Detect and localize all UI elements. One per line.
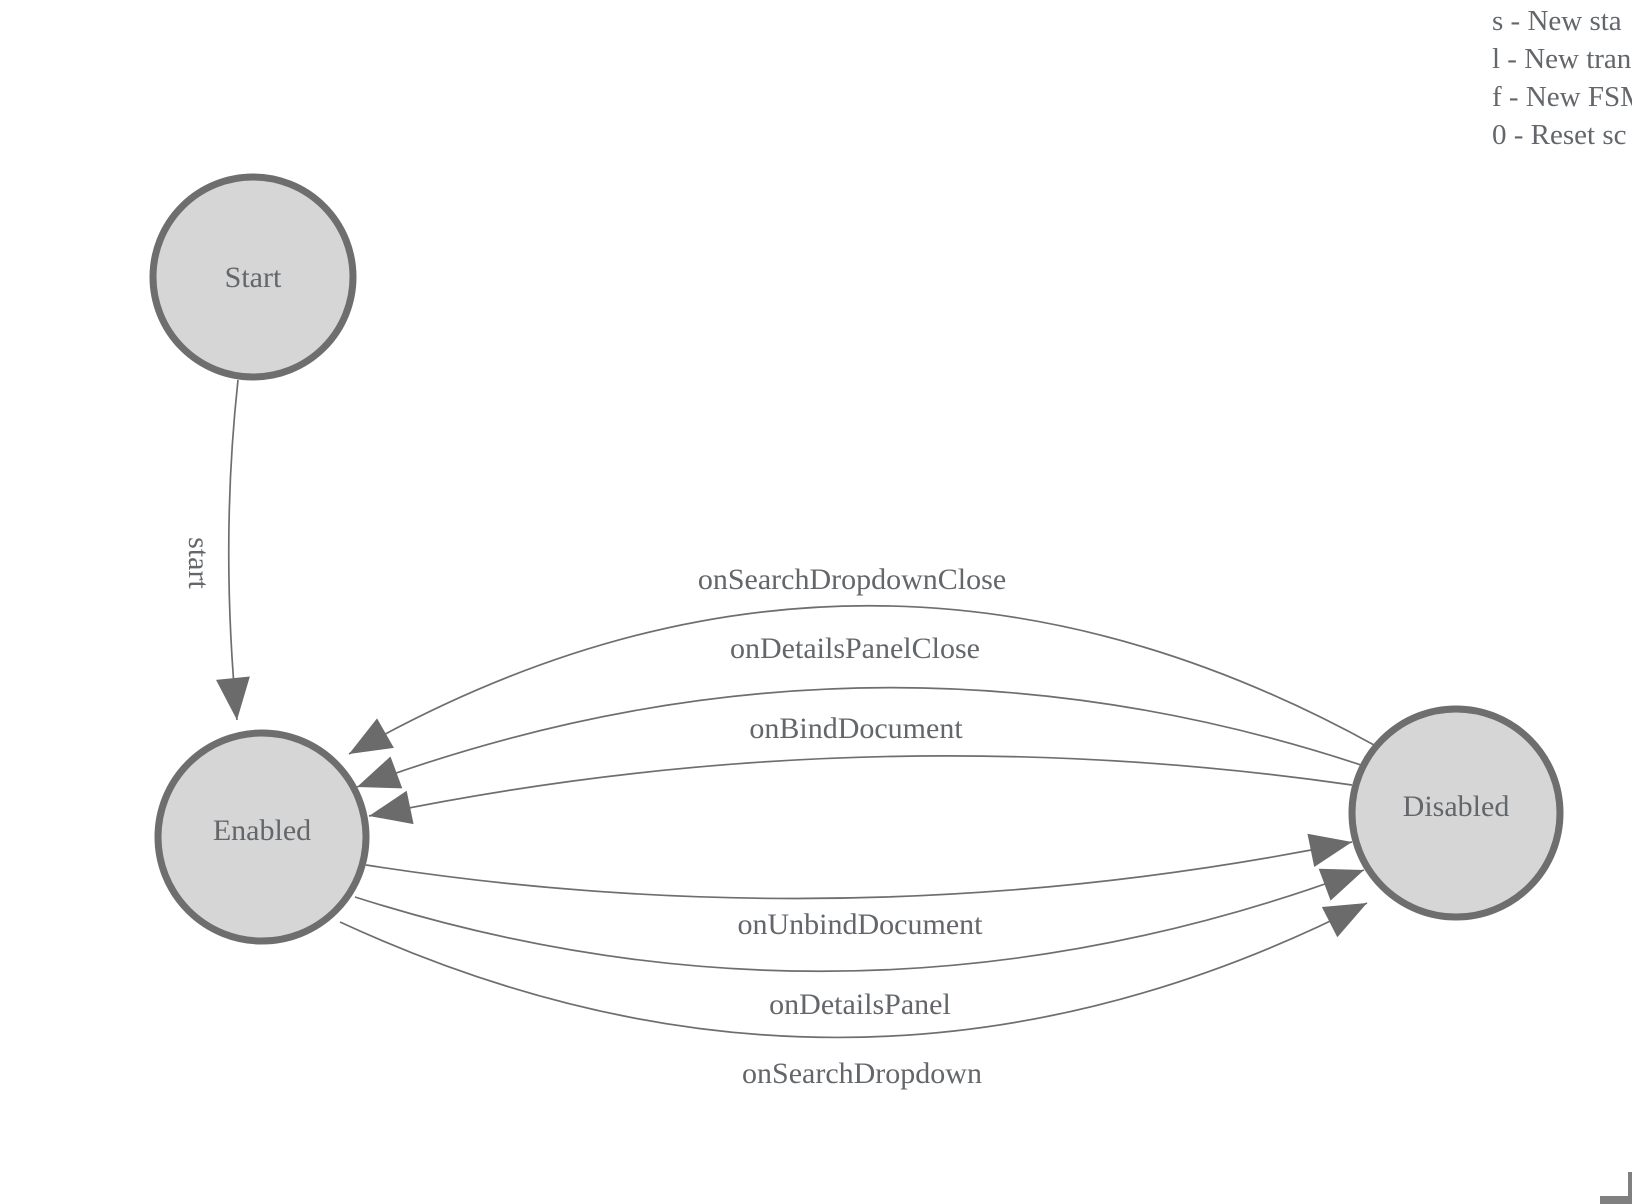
legend-item-reset: 0 - Reset sc (1492, 119, 1627, 151)
edge-label-ondetailspanelclose[interactable]: onDetailsPanelClose (730, 632, 980, 665)
node-start[interactable]: Start (149, 173, 357, 381)
edge-ondetailspanel[interactable] (354, 868, 1365, 973)
node-disabled-circle[interactable] (1348, 705, 1564, 921)
edge-onsearchdropdownclose[interactable] (348, 604, 1375, 755)
edge-label-onsearchdropdownclose[interactable]: onSearchDropdownClose (698, 563, 1006, 596)
edge-ondetailspanelclose[interactable] (356, 686, 1362, 789)
edge-onbinddocument[interactable] (368, 755, 1353, 825)
edge-onunbinddocument[interactable] (365, 833, 1353, 900)
legend-item-new-fsm: f - New FSM (1492, 81, 1632, 113)
node-disabled[interactable]: Disabled (1348, 705, 1564, 921)
edge-label-ondetailspanel[interactable]: onDetailsPanel (769, 988, 951, 1021)
edge-group (216, 379, 1375, 1039)
cropped-box-corner (1600, 1172, 1632, 1204)
shortcut-legend: s - New sta l - New tran f - New FSM 0 -… (1492, 2, 1632, 154)
node-disabled-label: Disabled (1403, 790, 1510, 823)
node-start-circle[interactable] (149, 173, 357, 381)
edge-label-group: start onSearchDropdownClose onDetailsPan… (182, 537, 1006, 1090)
edge-label-onsearchdropdown[interactable]: onSearchDropdown (742, 1057, 982, 1090)
node-start-label: Start (225, 261, 282, 294)
node-enabled-label: Enabled (213, 814, 311, 847)
edge-label-onunbinddocument[interactable]: onUnbindDocument (738, 908, 984, 941)
legend-item-new-state: s - New sta (1492, 5, 1622, 37)
edge-label-start[interactable]: start (182, 537, 215, 589)
node-enabled-circle[interactable] (154, 729, 370, 945)
node-enabled[interactable]: Enabled (154, 729, 370, 945)
edge-label-onbinddocument[interactable]: onBindDocument (749, 712, 963, 745)
legend-item-new-transition: l - New tran (1492, 43, 1632, 75)
edge-onsearchdropdown[interactable] (339, 902, 1368, 1039)
edge-start[interactable] (216, 379, 250, 721)
